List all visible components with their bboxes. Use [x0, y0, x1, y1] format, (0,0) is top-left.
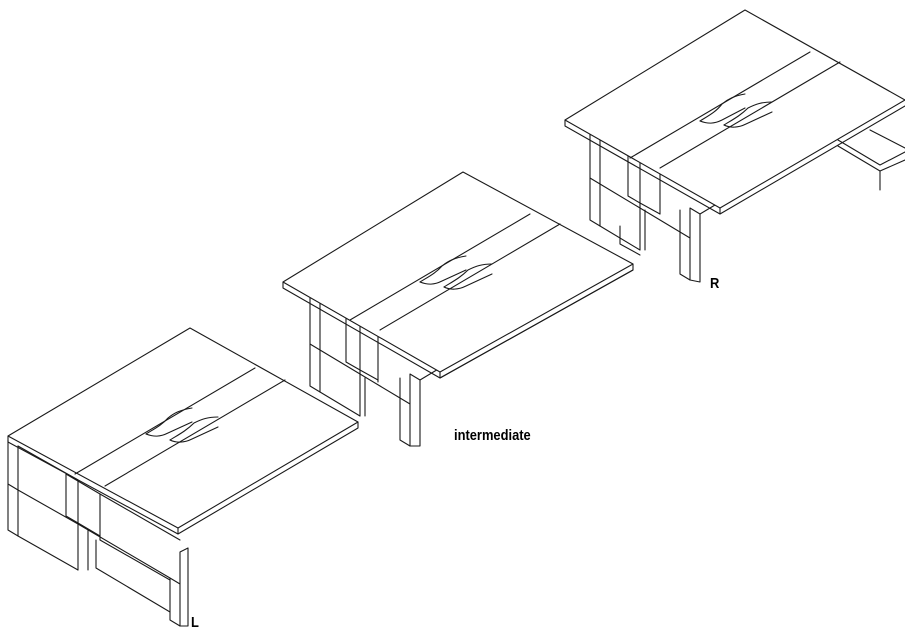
desk-top-left [7, 327, 359, 529]
module-label-left: L [191, 614, 199, 631]
module-label-intermediate: intermediate [454, 427, 531, 444]
desk-module-left [7, 327, 359, 627]
desk-module-intermediate [282, 171, 634, 447]
desk-top-intermediate [282, 171, 634, 373]
module-label-right: R [710, 275, 720, 292]
desk-module-right [564, 9, 905, 283]
desk-top-right [564, 9, 905, 209]
